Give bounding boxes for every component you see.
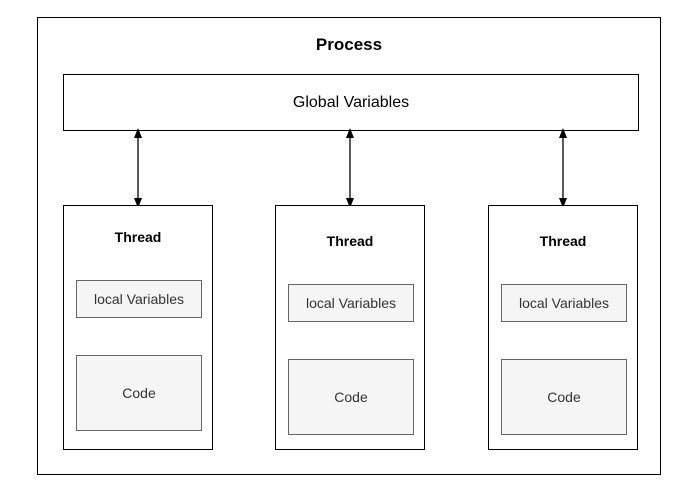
thread-box-1: Thread local Variables Code <box>63 205 213 450</box>
thread-title: Thread <box>326 233 374 249</box>
local-variables-box: local Variables <box>76 280 202 318</box>
code-label: Code <box>547 389 581 405</box>
global-variables-box: Global Variables <box>63 74 639 131</box>
local-variables-label: local Variables <box>305 295 396 311</box>
code-box: Code <box>501 359 627 435</box>
thread-box-2: Thread local Variables Code <box>275 205 425 450</box>
thread-box-3: Thread local Variables Code <box>488 205 638 450</box>
code-box: Code <box>76 355 202 431</box>
local-variables-label: local Variables <box>93 291 184 307</box>
global-variables-label: Global Variables <box>292 93 410 111</box>
process-title: Process <box>315 35 383 54</box>
code-box: Code <box>288 359 414 435</box>
code-label: Code <box>122 385 156 401</box>
local-variables-box: local Variables <box>288 284 414 322</box>
thread-title: Thread <box>539 233 587 249</box>
thread-title: Thread <box>114 229 162 245</box>
local-variables-box: local Variables <box>501 284 627 322</box>
code-label: Code <box>334 389 368 405</box>
local-variables-label: local Variables <box>518 295 609 311</box>
